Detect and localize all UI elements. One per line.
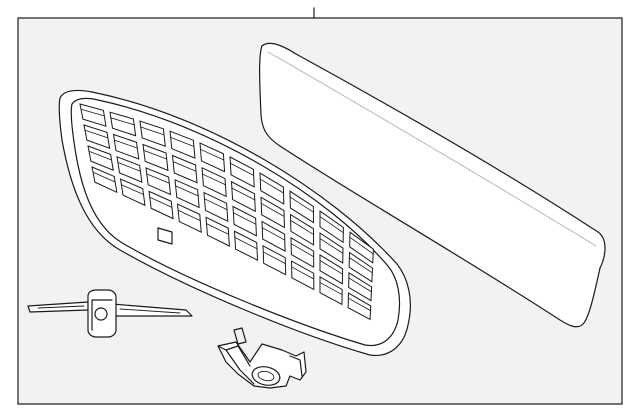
grille-slat (177, 209, 201, 221)
grille-slat (348, 297, 371, 311)
grille-cell (349, 231, 374, 264)
grille-slat (121, 184, 144, 195)
grille-slat (290, 243, 314, 258)
grille-cell (201, 167, 227, 198)
grille-cell (109, 111, 137, 137)
grille-slat (143, 150, 167, 160)
grille-cell (233, 230, 259, 261)
grille-slat (84, 129, 109, 139)
grille-slat (149, 196, 173, 208)
clip-ring (251, 366, 281, 386)
grille-slat (200, 148, 224, 161)
grille-cell (261, 220, 286, 252)
grille-slat (204, 198, 228, 210)
grille-slat (260, 178, 284, 194)
grille-cell (262, 244, 287, 276)
grille-cell (174, 178, 200, 209)
grille-cell (112, 133, 140, 160)
grille-cell (116, 156, 143, 183)
grille-cell (289, 190, 314, 224)
grille-cell (145, 167, 172, 196)
grille-slat (110, 117, 135, 126)
grille-cell (260, 196, 285, 229)
grille-slat (230, 162, 254, 176)
grille-slat (261, 203, 285, 217)
grille-tab (157, 227, 173, 245)
grille-cell (205, 216, 230, 247)
grille-cell (139, 120, 166, 147)
grille-cell (91, 166, 118, 194)
grille-slat (231, 187, 255, 201)
grille-slat (170, 136, 195, 147)
grille-cell (289, 213, 315, 246)
grille-slat (117, 162, 141, 172)
grille-cell (348, 271, 373, 302)
grille-cell (259, 172, 285, 205)
grille-slat (348, 277, 372, 293)
grille-slat (88, 150, 112, 161)
grille-cell (148, 190, 174, 220)
grille-slat (319, 282, 343, 296)
emblem-clip-icon (217, 327, 307, 389)
grille-slat (263, 251, 286, 264)
grille-slat (140, 126, 165, 136)
grille-cell (232, 205, 257, 237)
grille-cell (176, 203, 202, 233)
grille-slat (202, 173, 226, 186)
grille-cell (169, 130, 196, 159)
grille-slat (349, 236, 374, 255)
grille-slat (92, 171, 116, 183)
grille-cell (230, 180, 256, 213)
grille-cell (319, 210, 344, 244)
grille-cell (229, 156, 255, 188)
grille-cell (83, 124, 111, 149)
grille-slat (319, 216, 344, 234)
grille-cell (171, 154, 198, 184)
emblem-bracket-icon (27, 289, 193, 338)
grille-slat (262, 227, 285, 241)
grille-icon (58, 89, 411, 356)
bracket-hole (94, 307, 108, 321)
grille-slat (319, 238, 344, 254)
grille-slat (349, 257, 373, 274)
grille-cell (319, 232, 344, 264)
grille-cell (199, 142, 226, 173)
grille-cell (87, 145, 114, 172)
grille-slat (290, 220, 314, 235)
grille-slat (80, 108, 105, 117)
grille-cell (290, 236, 315, 268)
grille-slat (319, 260, 343, 275)
grille-cells (79, 103, 374, 321)
grille-cell (319, 276, 343, 306)
grille-cell (348, 251, 374, 283)
grille-slat (175, 185, 199, 197)
grille-cell (142, 143, 169, 172)
grille-cell (290, 260, 315, 291)
grille-cell (203, 191, 229, 223)
grille-slat (206, 223, 229, 235)
grille-slat (289, 196, 314, 213)
grille-cell (319, 254, 344, 285)
grille-slat (233, 212, 257, 225)
grille-cell (347, 292, 372, 321)
grille-slat (172, 161, 197, 172)
grille-slat (291, 266, 314, 280)
grille-slat (114, 139, 138, 149)
grille-cell (79, 103, 107, 127)
grille-cell (119, 178, 146, 207)
seal-strip-icon (259, 42, 606, 328)
grille-slat (234, 237, 258, 250)
grille-slat (146, 173, 170, 184)
